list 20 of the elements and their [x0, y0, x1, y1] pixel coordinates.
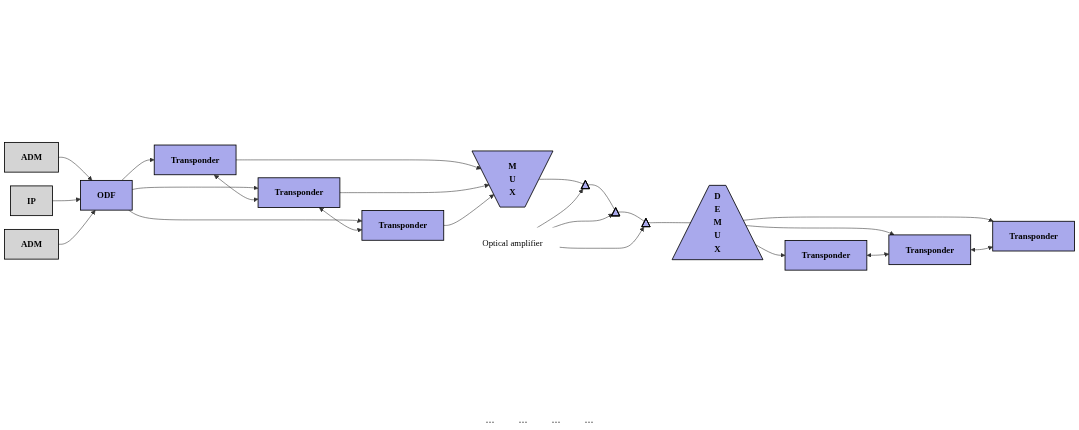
node-box: ADM	[4, 141, 59, 173]
node-box: IP	[10, 185, 53, 216]
connector	[538, 178, 585, 185]
node-box: ODF	[80, 179, 133, 211]
node-box: Transponder	[361, 209, 445, 241]
arrow	[970, 245, 993, 252]
node-box: Transponder	[257, 177, 341, 208]
connector	[648, 222, 692, 223]
ellipsis-label: ...	[518, 412, 528, 428]
connector	[617, 211, 645, 222]
node-text: Optical amplifier	[482, 237, 543, 247]
node-box: Transponder	[784, 239, 868, 271]
node-box: ADM	[4, 228, 59, 260]
ellipsis-label: ...	[584, 412, 594, 428]
node-box: Transponder	[992, 220, 1075, 252]
node-box: Transponder	[888, 234, 972, 265]
node-box: Transponder	[153, 144, 237, 175]
ellipsis-label: ...	[485, 412, 495, 428]
connector	[587, 184, 616, 211]
ellipsis-label: ...	[551, 412, 561, 428]
